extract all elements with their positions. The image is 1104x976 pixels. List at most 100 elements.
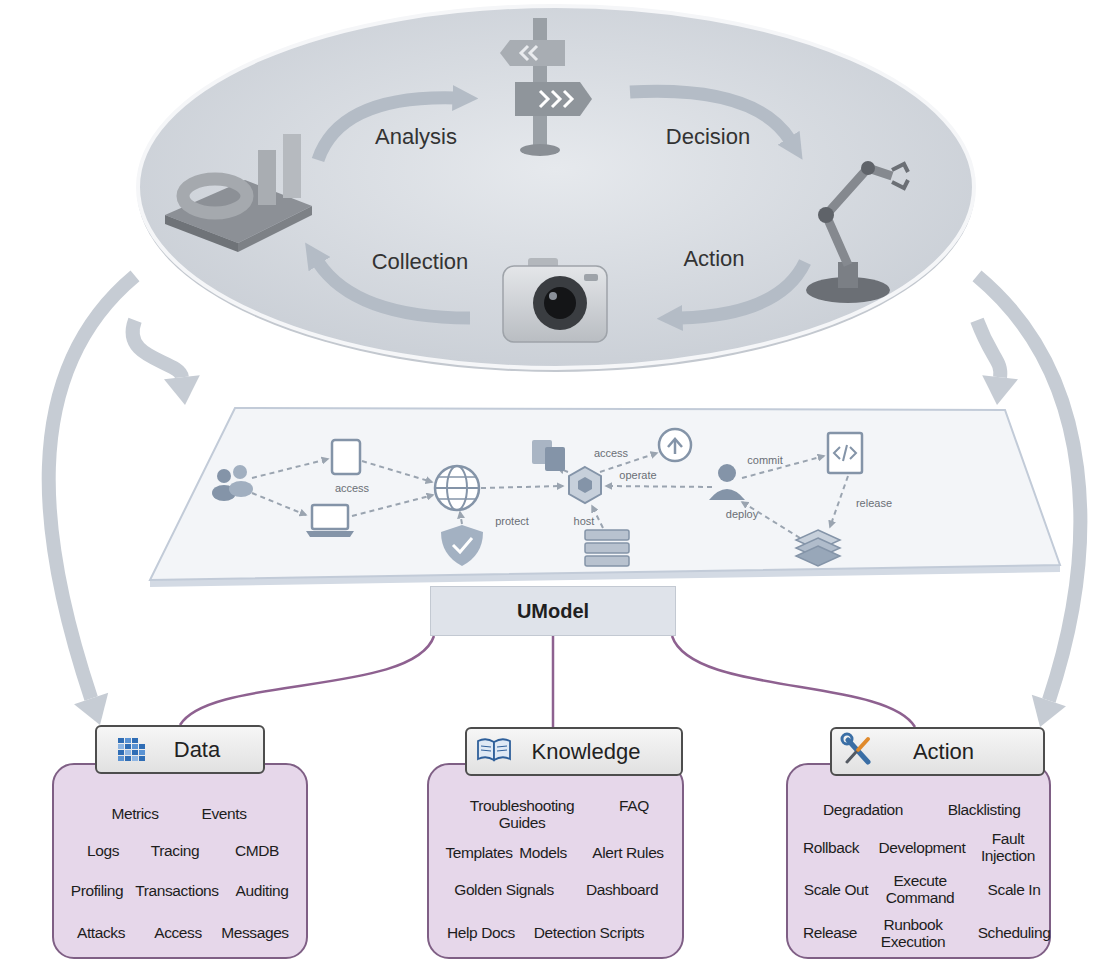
cycle-ellipse: AnalysisDecisionCollectionAction <box>135 2 977 372</box>
data-icon <box>125 750 131 755</box>
item-text: Degradation <box>823 801 903 818</box>
flow-dashes <box>830 476 848 527</box>
item-text: Development <box>879 839 966 856</box>
data-icon <box>118 750 124 755</box>
plane-icons <box>796 546 840 566</box>
chart-icon <box>238 206 312 252</box>
item-text: CMDB <box>235 842 279 859</box>
camera-icon <box>533 276 587 330</box>
plane-icons <box>674 440 677 454</box>
robot-arm-icon <box>806 161 908 303</box>
data-icon <box>125 738 131 743</box>
cycle-step-label: Action <box>683 246 744 272</box>
plane-icons <box>439 476 475 478</box>
plane-icons <box>439 498 475 500</box>
signpost-icon <box>500 40 565 66</box>
item-text: Dashboard <box>586 881 658 898</box>
cycle-arrows <box>680 262 805 318</box>
cycle-arrows <box>318 98 455 160</box>
flow-arrow <box>133 320 200 405</box>
book-icon <box>481 746 491 747</box>
category-tab: Knowledge <box>465 727 683 776</box>
connector-path <box>133 320 182 377</box>
flow-dashes <box>558 468 568 472</box>
data-icon <box>139 750 145 755</box>
camera-icon <box>528 258 558 270</box>
item-text: Models <box>519 844 567 861</box>
plane-icons <box>435 487 479 489</box>
item-text: Rollback <box>803 839 859 856</box>
connector-path <box>49 276 135 699</box>
chart-icon <box>165 180 312 243</box>
signpost-icon <box>500 18 592 156</box>
plane-icons <box>217 469 231 483</box>
plane-icons <box>233 465 247 479</box>
plane-icons <box>435 466 479 510</box>
tools-icon <box>858 739 868 750</box>
cycle-step-label: Analysis <box>375 124 457 150</box>
plane-icons <box>796 538 840 558</box>
signpost-icon <box>530 46 537 60</box>
book-icon <box>497 750 507 751</box>
camera-icon <box>503 266 607 342</box>
item-text: Transactions <box>135 882 218 899</box>
plane-outline <box>150 405 1062 583</box>
signpost-icon <box>552 91 560 107</box>
arrow-head <box>982 375 1018 405</box>
data-icon <box>118 756 124 761</box>
cycle-arrows <box>630 91 790 140</box>
robot-arm-icon <box>826 168 892 265</box>
flow-arrow <box>49 276 135 725</box>
data-icon <box>118 738 124 743</box>
tab-title: Action <box>913 739 974 765</box>
robot-arm-icon <box>838 262 858 288</box>
link-line <box>553 636 554 727</box>
plane-icons <box>850 447 856 459</box>
connector-path <box>977 320 1000 377</box>
data-icon <box>118 738 145 761</box>
camera-icon <box>584 274 598 281</box>
tools-icon <box>848 740 868 762</box>
plane-icons <box>843 445 847 461</box>
signpost-icon <box>533 18 547 150</box>
robot-arm-icon <box>892 180 908 188</box>
data-icon <box>139 756 145 761</box>
item-text: Logs <box>87 842 119 859</box>
item-text: Troubleshooting Guides <box>457 797 587 832</box>
plane-icons <box>453 538 472 552</box>
flow-dashes <box>606 486 712 487</box>
ellipse-outline <box>135 2 977 372</box>
model-plane: accessprotecthostaccessoperatecommitdepl… <box>150 405 1062 583</box>
relation-label: access <box>335 482 369 494</box>
chart-icon <box>183 179 247 213</box>
data-icon <box>118 744 124 749</box>
cycle-arrows <box>318 91 805 318</box>
plane-icons <box>659 429 691 461</box>
item-text: Templates <box>445 844 512 861</box>
item-text: FAQ <box>619 797 649 814</box>
item-panel: MetricsEventsLogsTracingCMDBProfilingTra… <box>52 763 308 959</box>
plane-icons <box>212 429 862 566</box>
connector-path <box>672 636 915 727</box>
robot-arm-icon <box>861 161 875 175</box>
arrow-head <box>164 375 200 405</box>
tools-icon <box>847 752 856 762</box>
item-text: Runbook Execution <box>869 916 957 951</box>
plane-icons <box>578 477 592 493</box>
item-panel: Troubleshooting Guides FAQ Templates Models… <box>427 763 684 959</box>
data-icon <box>132 744 138 749</box>
box-title: UModel <box>517 600 589 623</box>
item-panel: DegradationBlacklistingRollbackDevelopme… <box>786 763 1051 959</box>
book-icon <box>497 746 507 747</box>
book-icon <box>478 739 510 760</box>
flow-arrow <box>977 320 1018 405</box>
item-text: Release <box>803 924 857 941</box>
plane-icons <box>312 505 348 529</box>
plane-icons <box>828 433 862 473</box>
data-icon <box>132 756 138 761</box>
flow-dashes <box>742 456 824 478</box>
signpost-icon <box>515 82 592 116</box>
plane-outline <box>150 408 1060 580</box>
item-text: Tracing <box>151 842 199 859</box>
